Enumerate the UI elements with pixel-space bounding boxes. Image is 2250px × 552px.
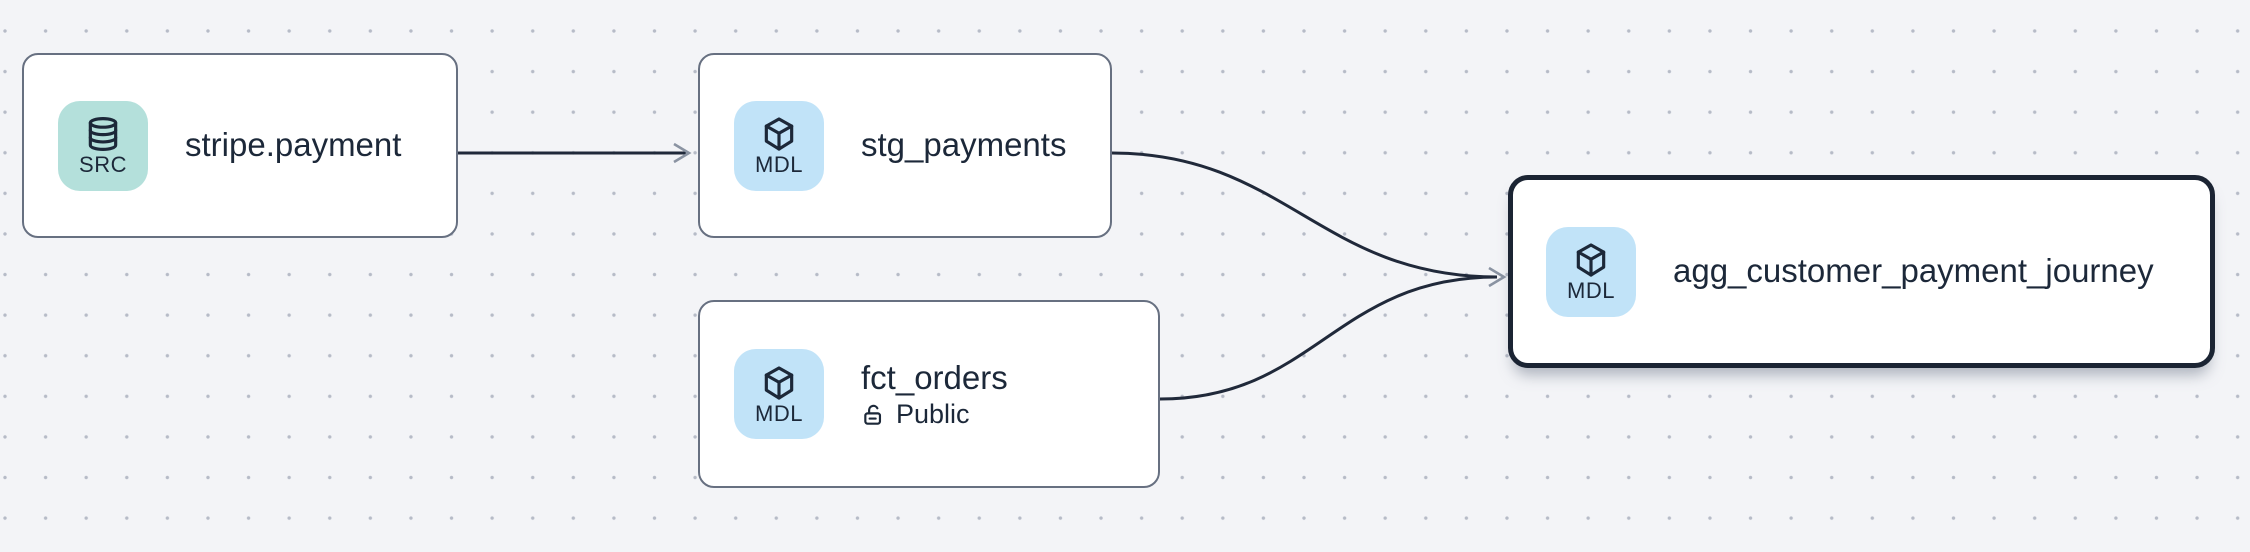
node-label: stg_payments — [861, 126, 1067, 164]
badge-label: MDL — [755, 152, 803, 177]
node-label: agg_customer_payment_journey — [1673, 252, 2154, 290]
cube-icon — [764, 365, 794, 400]
cube-icon — [764, 117, 794, 151]
source-badge: SRC — [58, 100, 148, 191]
model-badge: MDL — [734, 349, 824, 439]
node-agg-customer-payment-journey[interactable]: MDL agg_customer_payment_journey — [1508, 175, 2215, 368]
model-badge: MDL — [734, 100, 824, 191]
node-fct-orders[interactable]: MDL fct_orders Public — [698, 300, 1160, 488]
lock-open-icon — [864, 404, 882, 425]
edge-stg-payments-to-agg — [1111, 151, 1498, 279]
node-label: stripe.payment — [185, 126, 402, 164]
node-stripe-payment[interactable]: SRC stripe.payment — [22, 53, 458, 238]
arrowhead-icon — [1488, 266, 1507, 288]
badge-label: MDL — [1567, 278, 1615, 303]
node-label: fct_orders — [861, 358, 1008, 396]
access-row: Public — [861, 401, 1008, 428]
access-label: Public — [896, 399, 970, 430]
model-badge: MDL — [1546, 226, 1636, 317]
arrowhead-icon — [673, 142, 692, 164]
database-icon — [88, 117, 118, 151]
badge-label: SRC — [79, 152, 127, 177]
edge-fct-orders-to-agg — [1159, 275, 1498, 401]
badge-label: MDL — [755, 400, 803, 426]
node-stg-payments[interactable]: MDL stg_payments — [698, 53, 1112, 238]
cube-icon — [1576, 243, 1606, 277]
